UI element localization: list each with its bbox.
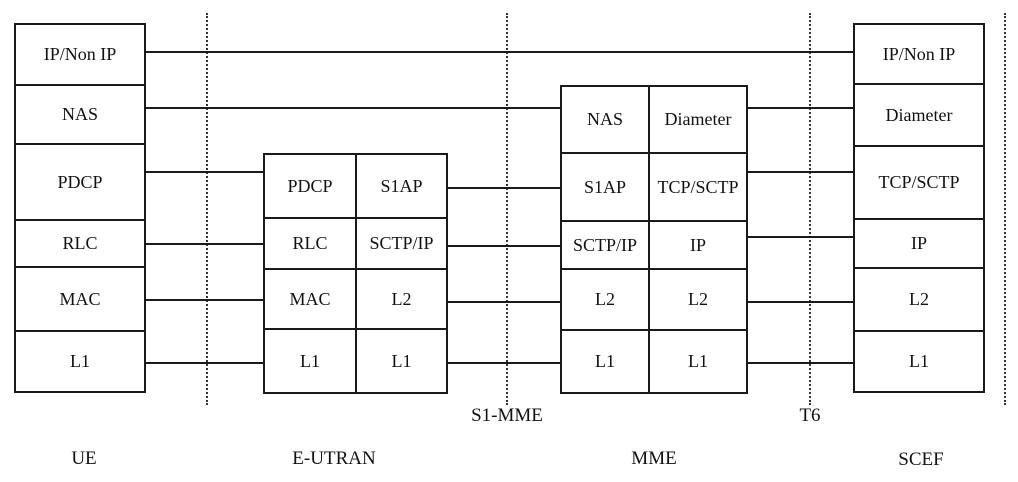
ue-layer-ip-non-ip: IP/Non IP	[43, 44, 117, 64]
mme-layer-l2-left: L2	[562, 270, 650, 329]
dotted-line-s1-mme	[506, 13, 508, 405]
link-l1-mme-scef	[748, 362, 853, 364]
link-l1-ue-eutran	[146, 362, 263, 364]
mme-layer-tcp-sctp: TCP/SCTP	[657, 176, 739, 197]
mme-layer-l2-right: L2	[688, 289, 708, 309]
link-l2-eutran-mme	[448, 301, 560, 303]
scef-node-label: SCEF	[898, 449, 944, 470]
eutran-node-label: E-UTRAN	[292, 448, 376, 469]
ue-layer-l1: L1	[70, 351, 90, 371]
mme-layer-sctp-ip: SCTP/IP	[562, 222, 650, 268]
eutran-layer-l2: L2	[391, 288, 412, 309]
eutran-layer-l1-left: L1	[265, 330, 357, 392]
scef-layer-ip: IP	[910, 233, 927, 253]
link-ip-mme-scef	[748, 236, 853, 238]
ue-node-label: UE	[71, 448, 97, 469]
eutran-layer-sctp-ip: SCTP/IP	[369, 233, 434, 253]
eutran-layer-rlc: RLC	[265, 219, 357, 268]
t6-interface-label: T6	[799, 405, 821, 426]
ue-layer-rlc: RLC	[62, 233, 98, 253]
dotted-line-ue-eutran	[206, 13, 208, 405]
eutran-layer-s1ap: S1AP	[380, 175, 423, 196]
mme-layer-s1ap: S1AP	[562, 154, 650, 220]
s1-mme-interface-label: S1-MME	[471, 405, 543, 426]
link-diameter-mme-scef	[748, 107, 853, 109]
eutran-layer-pdcp: PDCP	[265, 155, 357, 217]
ue-layer-pdcp: PDCP	[57, 171, 103, 192]
scef-layer-tcp-sctp: TCP/SCTP	[878, 172, 960, 192]
mme-layer-nas: NAS	[562, 87, 650, 152]
ue-layer-nas: NAS	[61, 104, 98, 124]
link-sctp-ip-eutran-mme	[448, 245, 560, 247]
link-nas-ue-mme	[146, 107, 560, 109]
dotted-line-right-edge	[1004, 13, 1006, 405]
link-rlc-ue-eutran	[146, 243, 263, 245]
link-l1-eutran-mme	[448, 362, 560, 364]
scef-stack: IP/Non IP Diameter TCP/SCTP IP L2 L1	[853, 23, 985, 393]
scef-layer-l1: L1	[909, 351, 929, 371]
eutran-layer-mac: MAC	[265, 270, 357, 328]
ue-stack: IP/Non IP NAS PDCP RLC MAC L1	[14, 23, 146, 393]
mme-node-label: MME	[631, 448, 677, 469]
link-pdcp-ue-eutran	[146, 171, 263, 173]
mme-stack: NAS Diameter S1AP TCP/SCTP SCTP/IP IP L2…	[560, 85, 748, 394]
mme-layer-ip: IP	[689, 234, 706, 255]
dotted-line-t6	[809, 13, 811, 405]
link-s1ap-eutran-mme	[448, 187, 560, 189]
eutran-layer-l1-right: L1	[391, 350, 412, 371]
scef-layer-ip-non-ip: IP/Non IP	[882, 43, 956, 64]
mme-layer-l1-left: L1	[562, 331, 650, 392]
mme-layer-l1-right: L1	[688, 351, 708, 371]
link-l2-mme-scef	[748, 301, 853, 303]
scef-layer-diameter: Diameter	[885, 104, 953, 125]
scef-layer-l2: L2	[909, 289, 929, 309]
eutran-stack: PDCP S1AP RLC SCTP/IP MAC L2 L1 L1	[263, 153, 448, 394]
ue-layer-mac: MAC	[59, 288, 101, 309]
link-ip-non-ip-ue-scef	[146, 51, 853, 53]
link-tcp-sctp-mme-scef	[748, 171, 853, 173]
link-mac-ue-eutran	[146, 299, 263, 301]
mme-layer-diameter: Diameter	[664, 109, 732, 129]
